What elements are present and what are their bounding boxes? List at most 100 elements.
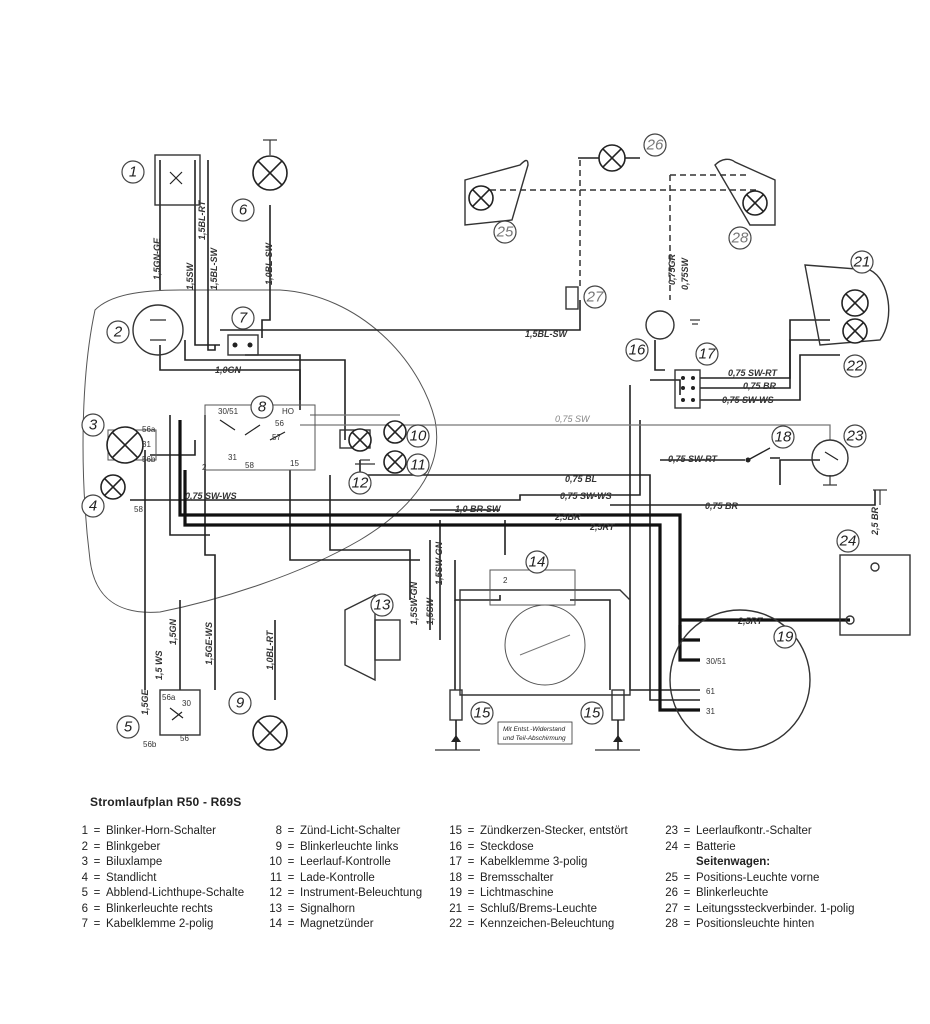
wiring-diagram: 1234567891011121314151516171819212223242… — [81, 133, 911, 751]
wire-label-w17: 0,75 BR — [743, 381, 777, 391]
pin-label: 56a — [162, 693, 176, 702]
lamp-6-icon — [252, 155, 288, 191]
legend-item: 16=Steckdose — [449, 840, 534, 853]
lamp-3-icon — [106, 426, 144, 464]
comp-14-body — [459, 569, 631, 696]
legend-item: 25=Positions-Leuchte vorne — [665, 871, 820, 884]
component-number: 23 — [846, 428, 864, 445]
component-number-badge: 26 — [643, 133, 667, 157]
sidecar-front-outline — [464, 159, 529, 226]
wire-label-w4: 1,5BL-SW — [209, 246, 219, 290]
component-number-badge: 2 — [106, 320, 130, 344]
legend-item: 5=Abblend-Lichthupe-Schalte — [81, 887, 245, 899]
wire-label-w7: 1,5BL-SW — [525, 329, 569, 339]
wire-label-w16: 0,75 SW-RT — [728, 368, 779, 378]
component-number-badge: 19 — [773, 625, 797, 649]
thick-wires — [178, 420, 850, 712]
pin-label: 30 — [182, 699, 191, 708]
legend-item: 13=Signalhorn — [269, 902, 355, 915]
lamp-21-icon — [841, 289, 869, 317]
component-number-badge: 24 — [836, 529, 860, 553]
comp-19-body — [669, 609, 811, 751]
component-number: 10 — [410, 428, 427, 445]
component-number-badge: 3 — [81, 413, 105, 437]
component-number-badge: 25 — [493, 220, 517, 244]
sidecar-rear-outline — [714, 158, 776, 226]
component-number-badge: 11 — [406, 453, 430, 477]
pin-label: 56b — [142, 455, 156, 464]
wire-label-w23: 2,5RT — [737, 616, 764, 626]
pin-label: 31 — [706, 707, 715, 716]
component-number-badge: 18 — [771, 425, 795, 449]
component-number: 9 — [236, 695, 245, 712]
wire-label-w8: 0,75 SW — [555, 414, 591, 424]
lamp-layer — [100, 144, 869, 751]
component-number-badge: 1 — [121, 160, 145, 184]
legend-sidecar-heading: Seitenwagen: — [696, 856, 771, 868]
wire-label-w3: 1,5BL-RT — [197, 199, 207, 240]
component-number: 25 — [496, 224, 514, 241]
component-number: 16 — [629, 342, 646, 359]
component-number: 21 — [853, 254, 871, 271]
component-number-badge: 17 — [695, 342, 719, 366]
pin-label: HO — [282, 407, 294, 416]
comp-2-body — [132, 304, 184, 356]
component-number: 24 — [839, 533, 857, 550]
wire-labels: 1,5GN-GE 1,5SW 1,5BL-RT 1,5BL-SW 1,0BL-S… — [140, 199, 880, 715]
comp-18-body — [745, 447, 780, 463]
component-number: 4 — [89, 498, 97, 515]
main-wires — [130, 160, 876, 701]
spark-note-box — [497, 721, 573, 745]
legend-item: 12=Instrument-Beleuchtung — [269, 887, 423, 899]
wire-label-w22: 2,5 BR — [870, 506, 880, 536]
component-number-badge: 27 — [583, 285, 607, 309]
comp-15-right-body — [611, 689, 625, 750]
comp-16-body — [645, 310, 675, 340]
pin-label: 31 — [142, 440, 151, 449]
pin-label: 61 — [706, 687, 715, 696]
lamp-26-icon — [598, 144, 626, 172]
component-number: 26 — [646, 137, 664, 154]
wire-label-w1: 1,5GN-GE — [152, 237, 162, 280]
legend-column-4: 23=Leerlaufkontr.-Schalter 24=Batterie S… — [658, 824, 854, 933]
component-number: 2 — [113, 324, 123, 341]
spark-note-line-1: Mit Entst.-Widerstand — [503, 726, 565, 733]
pin-label: 56 — [275, 419, 284, 428]
wire-label-w24: 1,5GN — [168, 618, 178, 645]
component-number-badge: 9 — [228, 691, 252, 715]
comp-17-body — [674, 369, 701, 409]
pin-label: 31 — [228, 453, 237, 462]
component-number: 3 — [89, 417, 98, 434]
component-number: 15 — [584, 705, 601, 722]
legend-item: 3=Biluxlampe — [81, 856, 163, 868]
headlamp-housing-outline — [82, 289, 438, 613]
pin-label: 57 — [272, 433, 281, 442]
wire-label-w31: 1,5SW — [425, 596, 435, 625]
pin-label: 56 — [180, 734, 189, 743]
comp-27-body — [565, 286, 579, 310]
component-number: 22 — [846, 358, 864, 375]
wire-label-w29: 1,5SW-GN — [409, 581, 419, 625]
component-number-badge: 4 — [81, 494, 105, 518]
pin-label: 58 — [134, 505, 143, 514]
component-number-badge: 7 — [231, 306, 255, 330]
component-number: 14 — [529, 554, 546, 571]
legend-item: 9=Blinkerleuchte links — [275, 840, 399, 853]
wire-label-w2: 1,5SW — [185, 261, 195, 290]
component-number: 6 — [239, 202, 248, 219]
legend-item: 11=Lade-Kontrolle — [270, 871, 375, 884]
legend-item: 6=Blinkerleuchte rechts — [81, 902, 213, 915]
legend-item: 1=Blinker-Horn-Schalter — [81, 825, 216, 837]
component-number: 8 — [258, 399, 267, 416]
gray-wires — [300, 414, 831, 440]
legend-column-1: 1=Blinker-Horn-Schalter 2=Blinkgeber 3=B… — [68, 824, 245, 933]
wire-label-w19: 0,75 SW-RT — [668, 454, 719, 464]
legend-item: 2=Blinkgeber — [81, 840, 161, 853]
component-number-badge: 23 — [843, 424, 867, 448]
pin-labels: 56a 31 56b 58 30/51 HO 56 57 15 2 31 58 … — [134, 407, 727, 749]
component-number: 11 — [410, 457, 426, 474]
component-number: 28 — [731, 230, 749, 247]
wire-label-w6: 1,0GN — [215, 365, 242, 375]
wire-label-w20: 0,75GR — [667, 253, 677, 285]
